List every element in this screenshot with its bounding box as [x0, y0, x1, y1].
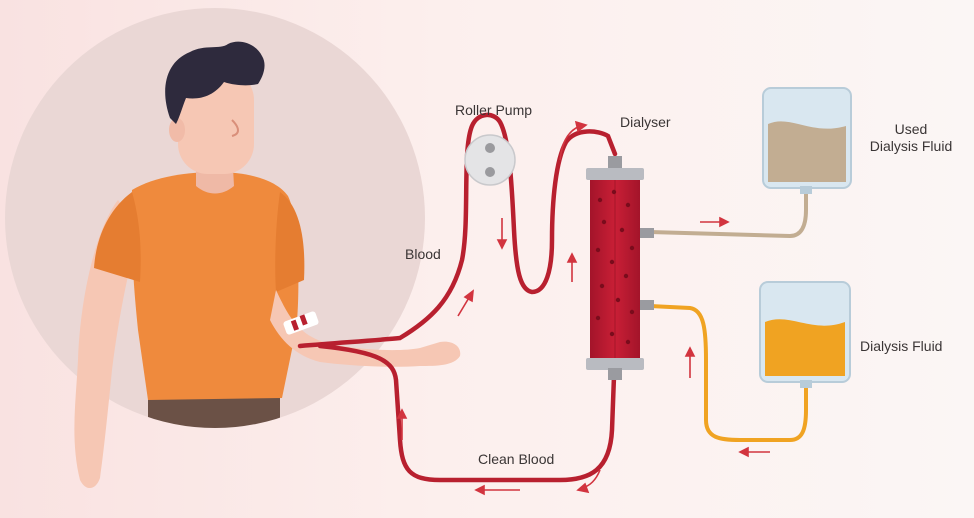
person-icon — [74, 41, 461, 489]
dialyser-icon — [586, 156, 654, 380]
used-bag-fluid — [768, 121, 846, 182]
dialyser-inlet-port — [640, 300, 654, 310]
flow-arrow-icon — [576, 469, 601, 494]
roller-pump-icon — [464, 134, 516, 186]
flow-arrow-icon — [496, 218, 508, 250]
ear — [169, 118, 185, 142]
flow-arrow-icon — [700, 216, 730, 228]
left-sleeve — [94, 192, 141, 282]
flow-arrow-icon — [559, 120, 588, 161]
fresh-bag-nozzle — [800, 380, 812, 388]
shirt — [131, 172, 299, 400]
label-used-dialysis-fluid: Used Dialysis Fluid — [869, 121, 953, 154]
flow-arrow-icon — [457, 289, 474, 317]
needle-site-2 — [299, 314, 308, 326]
dialyser-top-cap — [586, 168, 644, 180]
fresh-fluid-bag-icon — [759, 281, 851, 388]
flow-arrow-icon — [566, 252, 578, 282]
flow-arrows — [396, 120, 770, 496]
flow-arrow-icon — [684, 346, 696, 378]
clean-blood-tube — [317, 343, 617, 483]
used-fluid-bag-icon — [762, 87, 852, 194]
trousers — [148, 396, 280, 428]
pump-roller-bottom — [485, 167, 495, 177]
pump-housing — [464, 134, 516, 186]
fresh-bag-fluid — [765, 319, 845, 376]
flow-arrow-icon — [738, 446, 770, 458]
label-roller-pump: Roller Pump — [455, 102, 533, 118]
label-dialyser: Dialyser — [620, 114, 671, 130]
right-sleeve — [275, 192, 305, 292]
dialyser-fibres — [595, 189, 635, 345]
dialyser-top-connector — [608, 156, 622, 170]
fresh-fluid-tube — [649, 304, 808, 442]
pump-roller-top — [485, 143, 495, 153]
needle-site-1 — [290, 319, 299, 331]
dialyser-bottom-cap — [586, 358, 644, 370]
flow-arrow-icon — [474, 484, 520, 496]
nose — [231, 119, 239, 137]
dialyser-outlet-port — [640, 228, 654, 238]
arm-bandage — [283, 311, 319, 335]
dialyser-bottom-connector — [608, 368, 622, 380]
label-dialysis-fluid: Dialysis Fluid — [860, 338, 943, 354]
flow-arrow-icon — [396, 408, 408, 440]
label-blood: Blood — [405, 246, 441, 262]
used-bag-nozzle — [800, 186, 812, 194]
used-fluid-tube — [649, 186, 808, 239]
right-arm — [270, 290, 461, 367]
label-clean-blood: Clean Blood — [478, 451, 555, 467]
hair — [165, 41, 265, 124]
